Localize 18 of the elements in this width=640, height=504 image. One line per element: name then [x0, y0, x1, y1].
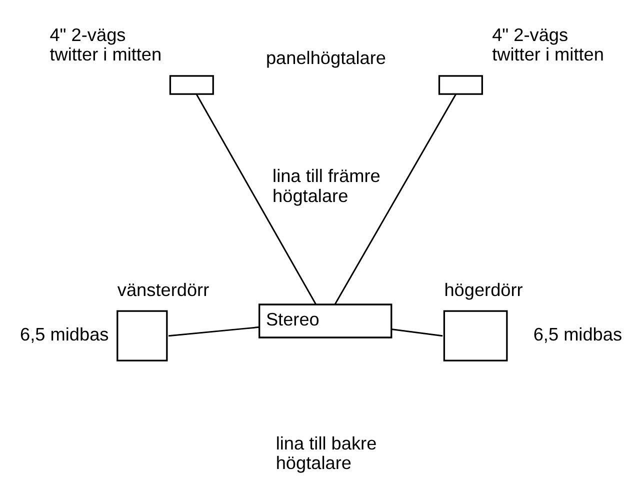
label: lina till bakre högtalare [276, 432, 377, 473]
node-label: 4" 2-vägs twitter i mitten [50, 24, 162, 64]
label: panelhögtalare [266, 48, 386, 68]
connector [334, 93, 457, 304]
node-box [116, 310, 168, 361]
connector [196, 93, 317, 304]
node-box: Stereo [258, 303, 392, 338]
node-label: 6,5 midbas [533, 324, 622, 344]
node-label: vänsterdörr [117, 279, 210, 300]
node-box [438, 74, 483, 94]
node-label: 6,5 midbas [20, 324, 109, 344]
node-label: högerdörr [444, 279, 523, 300]
node-box [169, 74, 214, 94]
node-label: 4" 2-vägs twitter i mitten [492, 24, 604, 64]
connector [168, 326, 260, 336]
connector [391, 328, 443, 336]
label: lina till främre högtalare [272, 166, 380, 206]
node-box [443, 310, 508, 361]
